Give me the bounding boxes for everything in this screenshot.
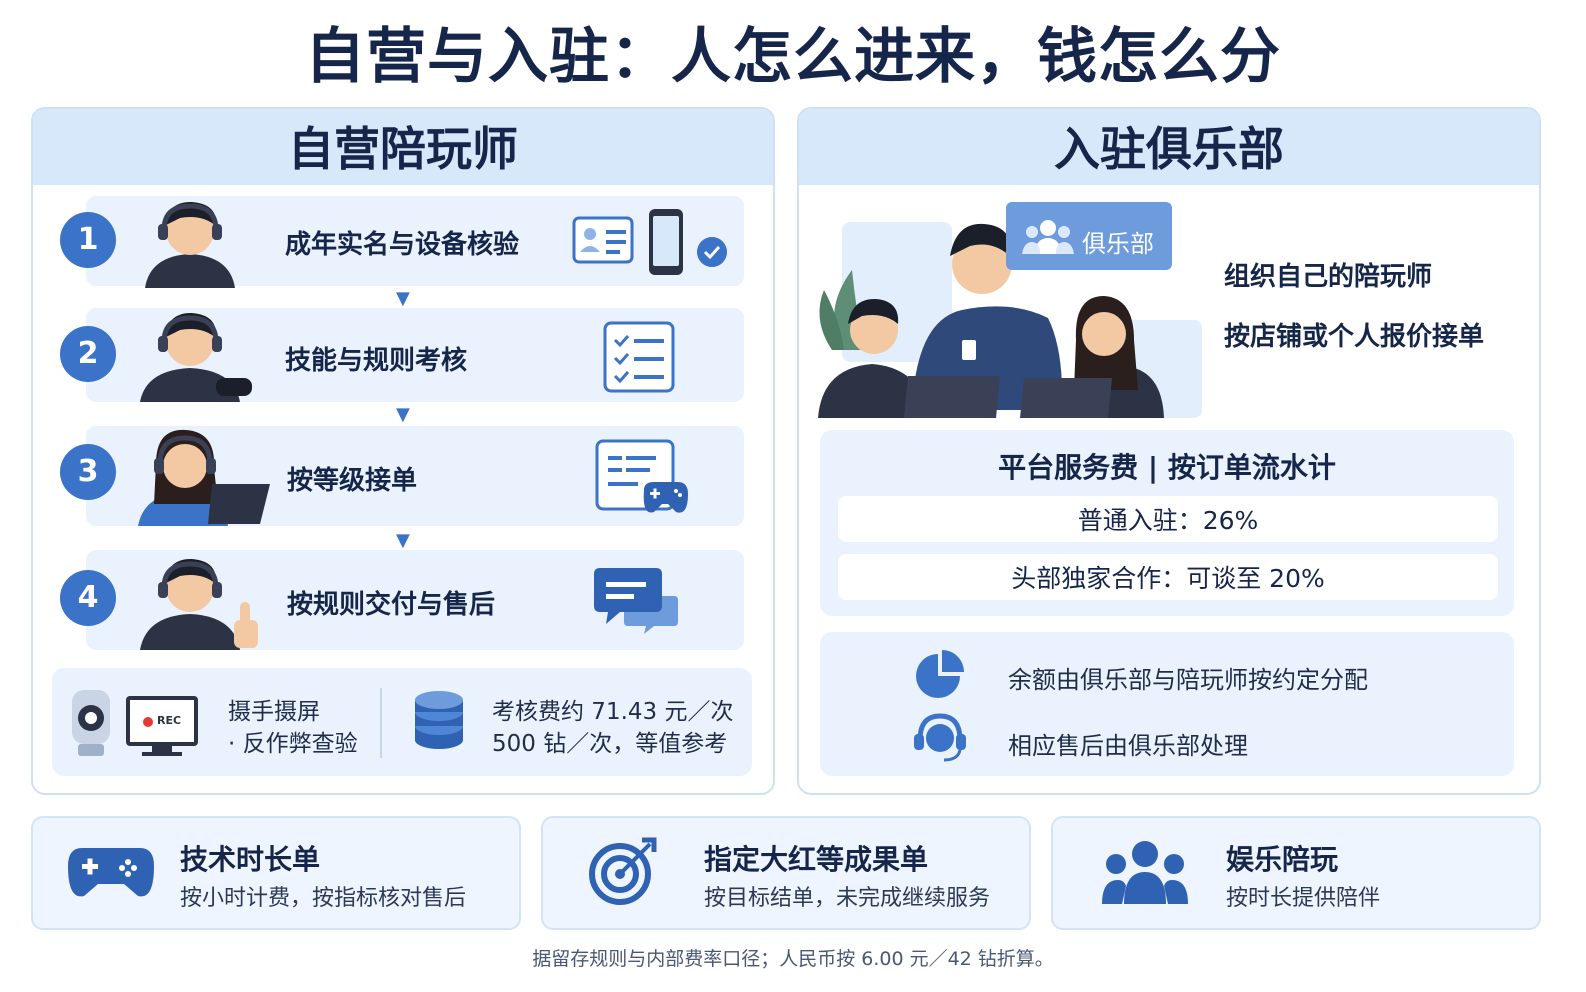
headset-support-icon — [914, 713, 966, 762]
chat-bubbles-icon — [594, 568, 678, 634]
rec-label: REC — [157, 714, 182, 727]
girl-laptop-avatar-icon — [138, 429, 270, 526]
fee-top: 头部独家合作：可谈至 20% — [838, 554, 1498, 600]
check-circle-icon — [697, 237, 727, 267]
club-desc-2: 按店铺或个人报价接单 — [1224, 322, 1485, 352]
fee-normal: 普通入驻：26% — [838, 496, 1498, 542]
step-label-3: 按等级接单 — [287, 466, 418, 496]
arrow-down-icon: ▼ — [396, 530, 410, 551]
arrow-down-icon: ▼ — [396, 404, 410, 425]
note-aftersales: 相应售后由俱乐部处理 — [1008, 732, 1248, 760]
info-divider — [380, 688, 382, 758]
arrow-down-icon: ▼ — [396, 288, 410, 309]
id-card-icon — [572, 216, 634, 264]
info-fee-line2: 500 钻／次，等值参考 — [492, 731, 728, 757]
card-entertainment-title: 娱乐陪玩 — [1226, 843, 1339, 876]
note-split: 余额由俱乐部与陪玩师按约定分配 — [1008, 666, 1368, 694]
thumbs-up-avatar-icon — [140, 558, 258, 650]
gamer-avatar-icon — [140, 312, 252, 402]
webcam-icon — [72, 690, 110, 756]
gamepad-icon — [68, 848, 154, 897]
step-label-2: 技能与规则考核 — [285, 346, 468, 376]
step-label-1: 成年实名与设备核验 — [285, 230, 520, 260]
fee-title: 平台服务费 | 按订单流水计 — [998, 451, 1336, 484]
player-avatar-icon — [145, 201, 235, 288]
club-sign-label: 俱乐部 — [1082, 230, 1154, 258]
right-panel-header: 入驻俱乐部 — [799, 109, 1539, 185]
info-fee-line1: 考核费约 71.43 元／次 — [492, 699, 734, 725]
target-icon — [589, 837, 657, 905]
page-title: 自营与入驻：人怎么进来，钱怎么分 — [305, 22, 1281, 92]
card-entertainment — [1051, 816, 1541, 930]
info-anticheat-line1: 摄手摄屏 — [228, 699, 320, 725]
club-team-illustration — [818, 222, 1202, 418]
card-result-order-title: 指定大红等成果单 — [704, 843, 929, 876]
monitor-rec-icon — [126, 696, 198, 756]
checklist-icon — [603, 321, 675, 393]
footnote: 据留存规则与内部费率口径；人民币按 6.00 元／42 钻折算。 — [532, 948, 1054, 970]
step-badge-3: 3 — [60, 444, 116, 500]
left-panel-header: 自营陪玩师 — [33, 109, 773, 185]
step-badge-4: 4 — [60, 570, 116, 626]
card-entertainment-sub: 按时长提供陪伴 — [1226, 886, 1381, 911]
step-label-4: 按规则交付与售后 — [287, 590, 496, 620]
card-tech-hourly-sub: 按小时计费，按指标核对售后 — [180, 886, 467, 911]
step-badge-1: 1 — [60, 212, 116, 268]
info-anticheat-line2: · 反作弊查验 — [228, 731, 358, 757]
people-group-icon — [1102, 841, 1188, 904]
card-result-order-sub: 按目标结单，未完成继续服务 — [704, 886, 991, 911]
coin-stack-icon — [415, 691, 463, 749]
group-icon — [1022, 220, 1074, 254]
order-gamepad-icon — [595, 439, 688, 513]
club-desc-1: 组织自己的陪玩师 — [1224, 262, 1433, 292]
step-badge-2: 2 — [60, 326, 116, 382]
card-tech-hourly-title: 技术时长单 — [180, 843, 321, 876]
phone-icon — [649, 209, 683, 275]
pie-chart-icon — [916, 650, 964, 698]
